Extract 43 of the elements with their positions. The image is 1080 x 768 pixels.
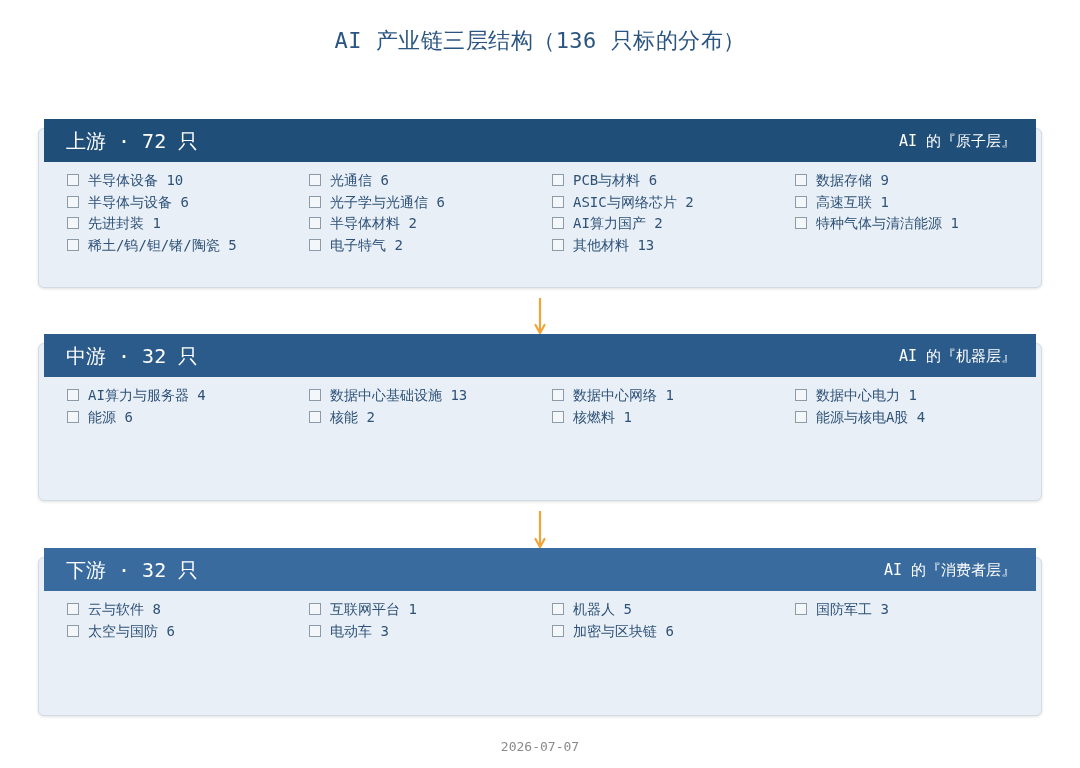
category-label: 数据中心电力 1: [816, 386, 917, 404]
category-label: 先进封装 1: [88, 214, 161, 232]
category-label: AI算力与服务器 4: [88, 386, 206, 404]
category-label: 稀土/钨/钽/锗/陶瓷 5: [88, 235, 237, 254]
layer-subtitle: AI 的『机器层』: [898, 346, 1016, 366]
category-label: 数据存储 9: [816, 171, 889, 189]
category-label: 加密与区块链 6: [573, 621, 674, 640]
category-label: AI算力国产 2: [573, 214, 663, 232]
footer-date: 2026-07-07: [499, 739, 581, 754]
category-label: 光子学与光通信 6: [330, 192, 445, 211]
category-label: 互联网平台 1: [330, 600, 417, 618]
category-label: 其他材料 13: [573, 235, 655, 254]
layer-heading: 上游 · 72 只: [66, 128, 199, 154]
category-label: 电动车 3: [330, 621, 389, 640]
category-label: PCB与材料 6: [573, 171, 658, 189]
category-label: 半导体设备 10: [88, 171, 184, 189]
category-label: ASIC与网络芯片 2: [573, 192, 694, 211]
category-label: 能源 6: [88, 407, 133, 426]
layer-panel: [38, 334, 1042, 501]
category-label: 云与软件 8: [88, 600, 161, 618]
layer-subtitle: AI 的『原子层』: [898, 131, 1016, 151]
category-label: 半导体材料 2: [330, 214, 417, 232]
arrow: [534, 511, 546, 549]
category-label: 国防军工 3: [816, 600, 889, 618]
arrow: [534, 298, 546, 335]
category-label: 高速互联 1: [816, 192, 889, 211]
diagram-title: AI 产业链三层结构（136 只标的分布）: [333, 27, 747, 55]
layer-panel: [38, 548, 1042, 716]
category-label: 数据中心基础设施 13: [330, 386, 468, 404]
category-label: 电子特气 2: [330, 235, 403, 254]
layer-panel: [38, 119, 1042, 288]
layer-heading: 中游 · 32 只: [66, 343, 199, 369]
category-label: 半导体与设备 6: [88, 192, 189, 211]
category-label: 机器人 5: [573, 600, 632, 618]
category-label: 特种气体与清洁能源 1: [816, 214, 959, 232]
category-label: 数据中心网络 1: [573, 386, 674, 404]
category-label: 光通信 6: [330, 171, 389, 189]
category-label: 太空与国防 6: [88, 621, 175, 640]
category-label: 核燃料 1: [573, 407, 632, 426]
category-label: 能源与核电A股 4: [816, 407, 926, 426]
layer-heading: 下游 · 32 只: [66, 557, 199, 583]
layer-subtitle: AI 的『消费者层』: [883, 560, 1016, 580]
category-label: 核能 2: [330, 407, 375, 426]
